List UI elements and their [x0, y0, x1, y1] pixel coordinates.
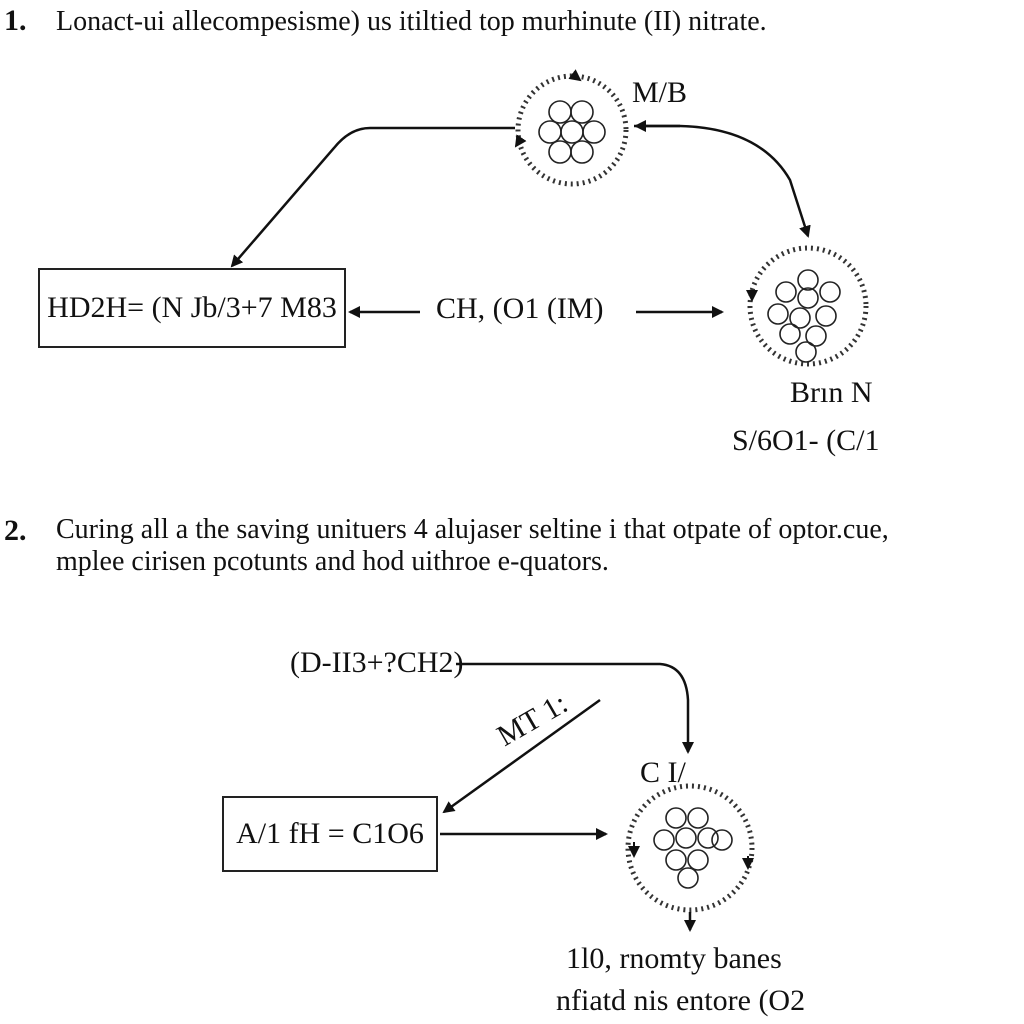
q1-right-molecule: [746, 245, 869, 367]
q2-formula-text: A/1 fH = C1O6: [236, 817, 424, 850]
q2-arrow-formula-to-molecule: [456, 662, 694, 754]
question-2-text-line-1: Curing all a the saving unituers 4 aluja…: [56, 514, 889, 545]
q2-top-formula: (D-II3+?CH2): [290, 646, 464, 679]
question-1-text: Lonact-ui allecompesisme) us itiltied to…: [56, 6, 767, 37]
q2-bottom-label-1: 1l0, rnomty banes: [566, 942, 782, 975]
question-2-text-line-2: mplee cirisen pcotunts and hod uithroe e…: [56, 546, 609, 577]
q1-arrow-top-to-box: [230, 126, 515, 268]
question-1-number: 1.: [4, 4, 27, 37]
q1-formula-box: HD2H= (N Jb/3+7 M83: [38, 268, 346, 348]
q2-bottom-label-2: nfiatd nis entore (O2: [556, 984, 806, 1017]
q1-right-label-1: Brın N: [790, 376, 873, 409]
q2-molecule-label: C I/: [640, 756, 686, 789]
question-2-number: 2.: [4, 514, 27, 547]
q2-formula-box: A/1 fH = C1O6: [222, 796, 438, 872]
q1-right-label-2: S/6O1- (C/1: [732, 424, 880, 457]
q1-arrow-top-to-right: [634, 124, 811, 238]
q1-center-label: CH, (O1 (IM): [436, 292, 604, 325]
top-molecule-label: M/B: [632, 76, 688, 109]
q1-top-molecule: [514, 69, 629, 187]
q2-arrow-diagonal-to-box: [442, 698, 601, 814]
q2-molecule: [625, 783, 755, 932]
q1-formula-text: HD2H= (N Jb/3+7 M83: [47, 291, 337, 324]
